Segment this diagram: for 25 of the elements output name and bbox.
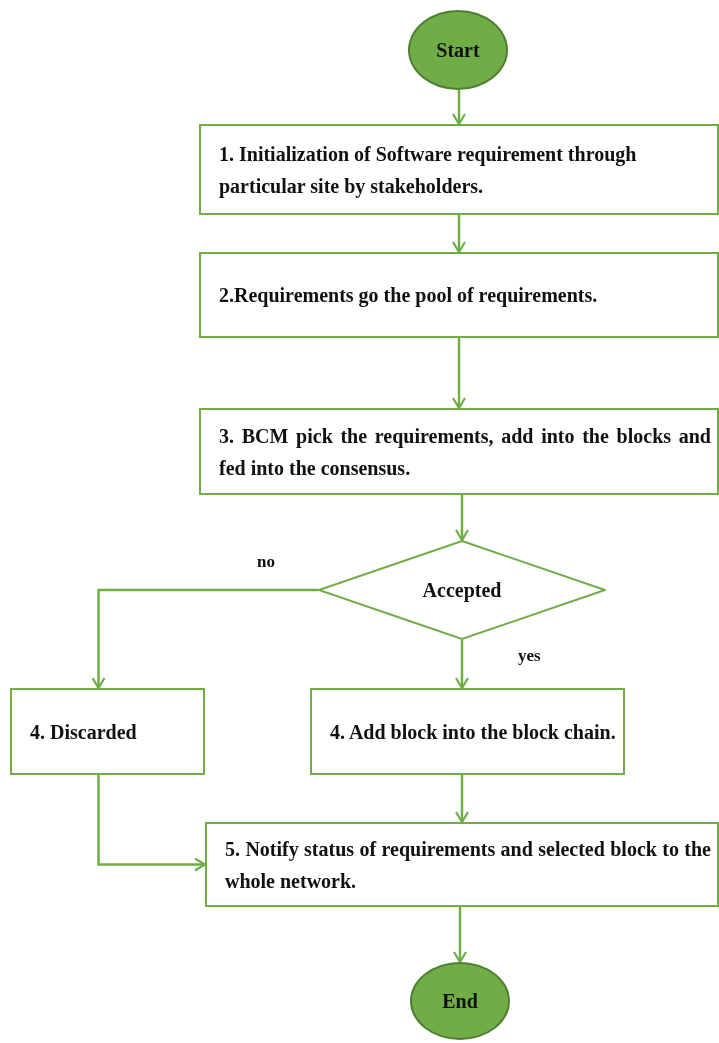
arrow xyxy=(91,588,318,690)
decision-diamond xyxy=(318,540,606,640)
node-text: 4. Discarded xyxy=(30,719,137,745)
arrow xyxy=(451,338,467,410)
arrow xyxy=(97,775,207,872)
arrow xyxy=(454,495,470,542)
node-text: 3. BCM pick the requirements, add into the blocks and fed into the consensus. xyxy=(219,423,711,481)
process-box xyxy=(10,688,205,775)
node-text: 5. Notify status of requirements and selected block to the whole network. xyxy=(225,836,711,894)
arrow xyxy=(451,90,467,126)
node-text: Accepted xyxy=(422,578,502,604)
node-text: 4. Add block into the block chain. xyxy=(330,719,617,745)
node-text: Start xyxy=(436,38,480,63)
process-box xyxy=(205,822,719,907)
arrow xyxy=(452,907,468,964)
node-text: End xyxy=(442,989,478,1014)
node-text: 2.Requirements go the pool of requirements. xyxy=(219,283,599,309)
process-box xyxy=(199,124,719,215)
node-text: 1. Initialization of Software requirement through particular site by stakeholders. xyxy=(219,141,638,200)
arrow xyxy=(454,775,470,824)
process-box xyxy=(310,688,625,775)
arrow xyxy=(451,215,467,254)
arrow xyxy=(454,640,470,690)
process-box xyxy=(199,408,719,495)
process-box xyxy=(199,252,719,338)
